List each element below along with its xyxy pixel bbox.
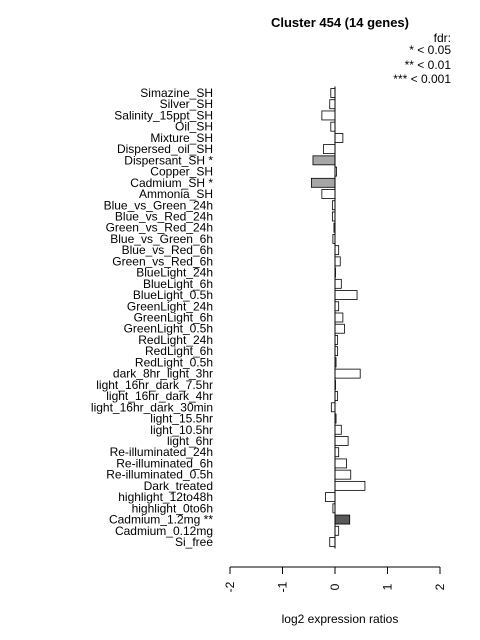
bar (334, 469, 352, 480)
bar (330, 121, 336, 132)
category-label: Cadmium_1.2mg ** (109, 513, 213, 527)
category-label: Simazine_SH (140, 86, 213, 100)
category-label: Mixture_SH (150, 131, 213, 145)
legend-entry-2: ** < 0.01 (405, 58, 452, 72)
category-label: BlueLight_6h (143, 277, 213, 291)
bar (334, 480, 366, 491)
category-label: light_16hr_dark_30min (91, 400, 213, 414)
bar (329, 537, 336, 547)
category-labels: Simazine_SHSilver_SHSalinity_15ppt_SHOil… (91, 86, 213, 549)
bar (334, 132, 344, 143)
x-tick-label: 1 (381, 583, 395, 590)
bar (334, 290, 358, 300)
bar (334, 447, 340, 458)
bar (334, 256, 341, 267)
bar (334, 424, 342, 435)
category-label: Si_free (175, 535, 213, 549)
bar (334, 278, 342, 289)
category-label: dark_8hr_light_3hr (113, 367, 213, 381)
bar (334, 323, 345, 334)
bars (310, 88, 366, 547)
category-label: Silver_SH (160, 97, 213, 111)
x-tick-label: 0 (328, 583, 342, 590)
category-label: GreenLight_24h (127, 299, 213, 313)
category-label: Dispersed_oil_SH (117, 142, 213, 156)
x-axis: -2 -1 0 1 2 (223, 566, 447, 592)
bar (334, 436, 349, 446)
category-label: Copper_SH (150, 165, 213, 179)
x-tick-label: 2 (433, 583, 447, 590)
category-label: Cadmium_SH * (130, 176, 213, 190)
legend: fdr: * < 0.05 ** < 0.01 *** < 0.001 (393, 31, 451, 86)
category-label: Salinity_15ppt_SH (114, 108, 213, 122)
category-label: GreenLight_0.5h (124, 322, 213, 336)
category-label: BlueLight_24h (136, 266, 213, 280)
chart-title: Cluster 454 (14 genes) (271, 15, 409, 30)
bar (330, 402, 336, 413)
category-label: Green_vs_Red_6h (112, 254, 213, 268)
category-label: light_16hr_dark_7.5hr (96, 378, 213, 392)
legend-title: fdr: (434, 31, 451, 45)
category-label: Green_vs_Red_24h (106, 221, 213, 235)
category-label: Blue_vs_Red_6h (122, 243, 213, 257)
bar (330, 88, 336, 98)
bar (334, 525, 340, 536)
bar (329, 99, 336, 110)
category-label: Oil_SH (175, 120, 213, 134)
x-axis-label: log2 expression ratios (282, 612, 399, 626)
category-label: RedLight_0.5h (135, 355, 213, 369)
bar (321, 110, 336, 121)
legend-entry-3: *** < 0.001 (393, 72, 451, 86)
category-label: Re-illuminated_24h (110, 445, 213, 459)
category-label: Dark_treated (144, 479, 213, 493)
category-label: Dispersant_SH * (124, 153, 213, 167)
category-label: RedLight_6h (145, 344, 213, 358)
category-label: highlight_0to6h (132, 501, 213, 515)
bar (334, 368, 361, 379)
bar (334, 312, 344, 323)
category-label: Blue_vs_Red_24h (115, 209, 213, 223)
bar (312, 155, 336, 166)
category-label: Re-illuminated_0.5h (106, 468, 213, 482)
category-label: GreenLight_6h (134, 311, 213, 325)
category-label: Cadmium_0.12mg (115, 524, 213, 538)
category-label: light_6hr (167, 434, 213, 448)
x-tick-label: -2 (223, 581, 237, 592)
category-label: Blue_vs_Green_6h (110, 232, 213, 246)
category-label: light_15.5hr (150, 412, 213, 426)
category-label: RedLight_24h (138, 333, 213, 347)
bar (334, 514, 351, 525)
legend-entry-1: * < 0.05 (409, 43, 451, 57)
bar (321, 189, 336, 199)
category-label: highlight_12to48h (118, 490, 213, 504)
category-label: Re-illuminated_6h (116, 456, 213, 470)
bar (334, 245, 340, 256)
x-tick-label: -1 (276, 581, 290, 592)
category-label: BlueLight_0.5h (133, 288, 213, 302)
bar (334, 301, 340, 312)
category-label: Ammonia_SH (139, 187, 213, 201)
bar (323, 144, 336, 155)
category-label: light_10.5hr (150, 423, 213, 437)
bar (310, 177, 336, 188)
bar (334, 458, 347, 469)
category-label: Blue_vs_Green_24h (104, 198, 213, 212)
bar (325, 492, 336, 503)
category-label: light_16hr_dark_4hr (106, 389, 213, 403)
